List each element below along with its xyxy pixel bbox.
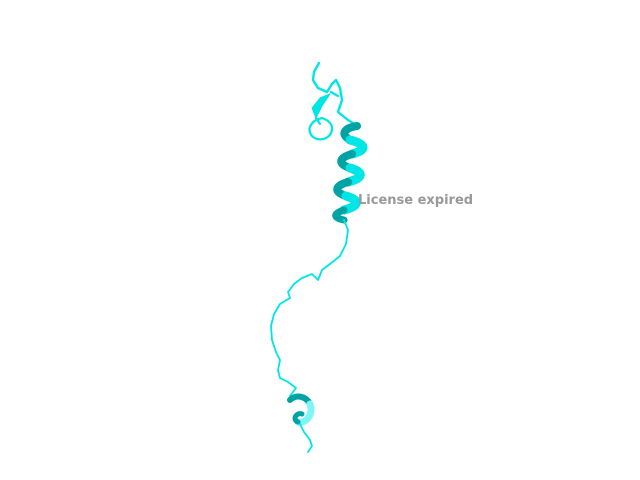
coil-bottom [299,423,313,453]
helix-small [287,393,315,426]
strand-top [311,93,331,119]
license-watermark: License expired [358,193,474,208]
coil-middle [270,219,349,397]
helix-main [332,122,368,224]
loop-ring [308,116,334,141]
coil-top [311,61,360,128]
loop-connector [314,90,340,126]
